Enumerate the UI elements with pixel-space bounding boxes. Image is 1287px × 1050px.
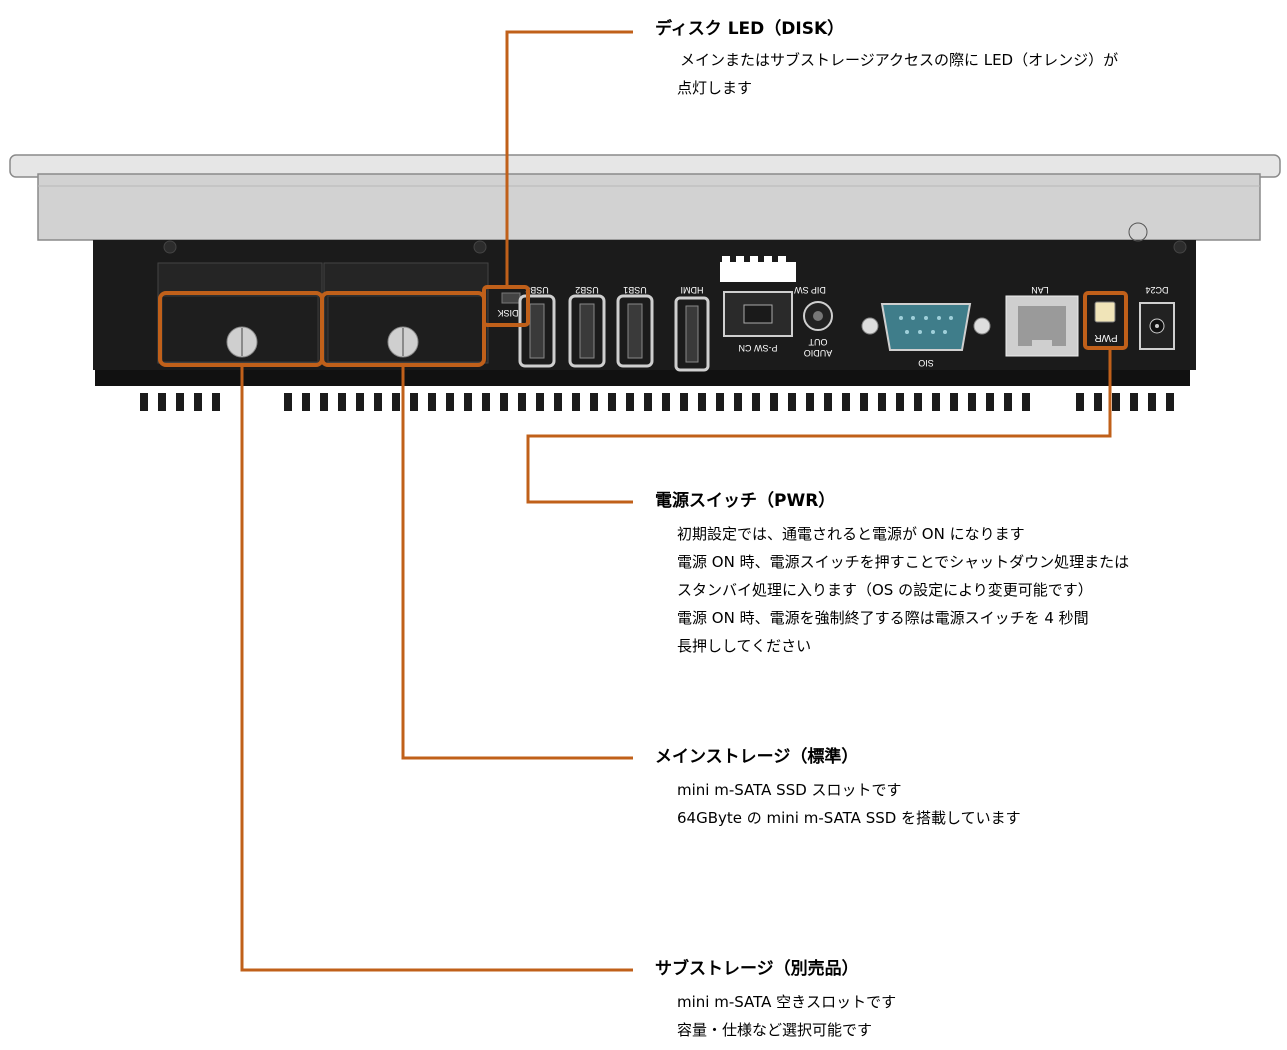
usb1-port: USB1 (616, 285, 654, 368)
sub-storage-callout: サブストレージ（別売品） mini m-SATA 空きスロットです 容量・仕様な… (655, 958, 896, 1044)
audio-out-label-1: AUDIO (804, 348, 833, 358)
disk-led-desc-2: 点灯します (677, 79, 753, 97)
disk-led-title: ディスク LED（DISK） (655, 19, 845, 39)
main-storage-slot (157, 262, 323, 364)
p-sw-cn-label: P-SW CN (739, 343, 778, 353)
p-sw-connector: P-SW CN (723, 291, 793, 353)
main-storage-title: メインストレージ（標準） (655, 747, 859, 767)
dc24-label: DC24 (1145, 285, 1168, 295)
power-switch-desc-3: スタンバイ処理に入ります（OS の設定により変更可能です） (677, 581, 1093, 599)
sub-storage-slot (323, 262, 489, 364)
power-switch-desc-1: 初期設定では、通電されると電源が ON になります (677, 525, 1025, 543)
power-switch-callout: 電源スイッチ（PWR） 初期設定では、通電されると電源が ON になります 電源… (655, 490, 1129, 660)
disk-led-desc-1: メインまたはサブストレージアクセスの際に LED（オレンジ）が (680, 51, 1119, 69)
sub-storage-leader (240, 365, 633, 972)
cooling-fins (140, 393, 1174, 411)
audio-out-port: OUT AUDIO (803, 301, 833, 358)
power-switch-leader (526, 348, 1112, 504)
usb3-label: USB3 (525, 285, 549, 295)
power-switch-desc-4: 電源 ON 時、電源を強制終了する際は電源スイッチを 4 秒間 (677, 609, 1089, 627)
usb1-label: USB1 (623, 285, 647, 295)
serial-port: SIO (861, 303, 991, 368)
pwr-label: PWR (1094, 332, 1117, 343)
display-bezel (9, 154, 1281, 241)
sio-label: SIO (918, 358, 934, 368)
power-switch-desc-2: 電源 ON 時、電源スイッチを押すことでシャットダウン処理または (677, 553, 1130, 571)
disk-port-label: DISK (497, 308, 518, 318)
power-switch-highlight (1083, 291, 1128, 350)
audio-out-label-2: OUT (808, 337, 828, 347)
dc24-jack: DC24 (1139, 285, 1175, 350)
dip-switch: DIP SW (720, 256, 826, 295)
usb2-label: USB2 (575, 285, 599, 295)
dip-sw-label: DIP SW (794, 285, 826, 295)
main-storage-desc-1: mini m-SATA SSD スロットです (677, 781, 902, 799)
usb3-port: USB3 (518, 285, 556, 368)
lan-port: LAN (1005, 285, 1079, 357)
sub-storage-desc-2: 容量・仕様など選択可能です (677, 1021, 873, 1039)
disk-led-leader (505, 30, 633, 287)
main-storage-desc-2: 64GByte の mini m-SATA SSD を搭載しています (677, 809, 1021, 827)
disk-led-callout: ディスク LED（DISK） メインまたはサブストレージアクセスの際に LED（… (655, 18, 1118, 102)
hdmi-port: HDMI (674, 285, 710, 372)
power-switch-desc-5: 長押ししてください (677, 637, 812, 655)
main-storage-leader (401, 365, 633, 760)
hdmi-label: HDMI (681, 285, 704, 295)
power-switch-title: 電源スイッチ（PWR） (655, 491, 836, 511)
lan-label: LAN (1031, 285, 1049, 295)
power-switch: PWR (1094, 301, 1118, 343)
main-storage-callout: メインストレージ（標準） mini m-SATA SSD スロットです 64GB… (655, 746, 1021, 832)
usb2-port: USB2 (568, 285, 606, 368)
sub-storage-title: サブストレージ（別売品） (655, 959, 859, 979)
sub-storage-desc-1: mini m-SATA 空きスロットです (677, 993, 897, 1011)
